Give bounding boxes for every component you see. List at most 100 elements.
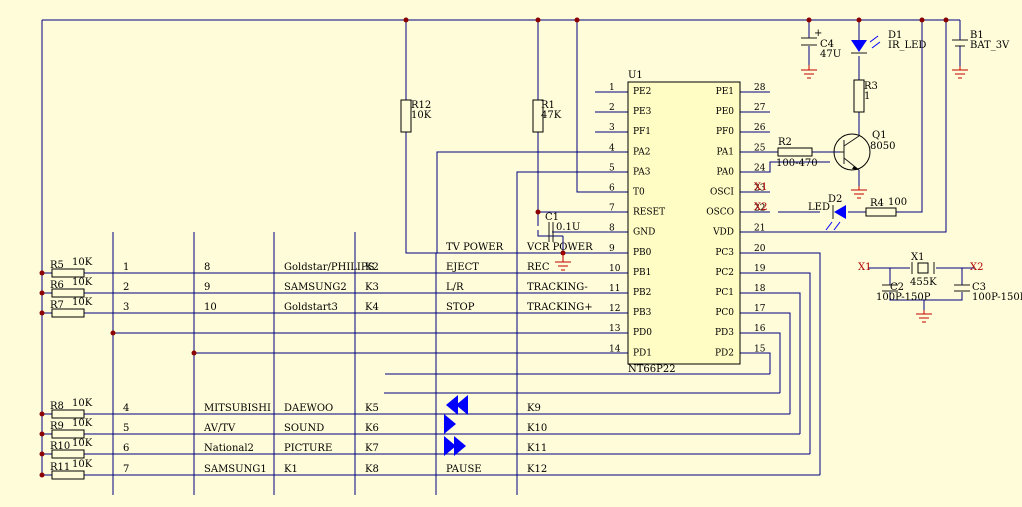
pull-resistor-ref: R11 (50, 462, 70, 473)
ic-pin-name: PA0 (717, 167, 735, 177)
pull-resistor-body (51, 308, 85, 318)
ic-pin-name: PF0 (716, 127, 734, 137)
ic-pin-number: 13 (609, 324, 621, 334)
key-matrix-cell: 10 (204, 302, 217, 313)
key-matrix-cell: SAMSUNG1 (204, 464, 267, 475)
pull-resistor-value: 10K (72, 257, 93, 268)
c2-ref: C2 (890, 282, 904, 293)
d1-ref: D1 (888, 30, 902, 41)
key-matrix-cell: 8 (204, 262, 210, 273)
crystal-x1: X1 X2 X1 455K C2 100P-150P C3 100P-150P (858, 252, 1022, 323)
key-matrix-cell: Goldstar/PHILIPS (284, 262, 375, 273)
pull-resistor-value: 10K (72, 418, 93, 429)
key-matrix-cell: K3 (365, 282, 379, 293)
key-matrix-cell: TRACKING- (527, 282, 588, 293)
pull-resistor-body (51, 449, 85, 459)
ir-led-d1: D1 IR_LED (851, 30, 926, 54)
ic-pin-name: T0 (633, 188, 645, 198)
c4-value: 47U (820, 49, 841, 60)
key-matrix-cell: K1 (284, 464, 298, 475)
c1-ref: C1 (545, 212, 559, 223)
key-matrix-cell: REC (527, 262, 550, 273)
r1-ref: R1 (541, 100, 555, 111)
wire-layer (41, 19, 975, 495)
pull-resistor-body (51, 429, 85, 439)
ic-pin-number: 8 (609, 224, 615, 234)
key-matrix-cell: K6 (365, 423, 379, 434)
resistor-r3: R3 1 (853, 79, 878, 113)
key-matrix-cell: K12 (527, 464, 547, 475)
ic-pin-number: 14 (609, 344, 621, 354)
key-matrix-cell: K10 (527, 423, 547, 434)
key-matrix-cell: DAEWOO (284, 403, 333, 414)
b1-ref: B1 (970, 30, 984, 41)
ic-pin-number: 15 (754, 344, 766, 354)
ic-pin-name: PB3 (633, 308, 652, 318)
key-matrix-cell: K4 (365, 302, 379, 313)
ic-pin-name: PB1 (633, 268, 651, 278)
key-matrix-cell: PICTURE (284, 443, 332, 454)
ic-pin-number: 10 (609, 264, 621, 274)
ic-pin-name: PB2 (633, 288, 651, 298)
pull-resistor-value: 10K (72, 277, 93, 288)
key-matrix-cell: EJECT (446, 262, 479, 273)
vcr-power-label: VCR POWER (526, 242, 593, 253)
ic-pin-number: 17 (754, 304, 766, 314)
pull-resistor-body (51, 288, 85, 298)
ic-pin-number: 25 (754, 143, 766, 153)
c1-value: 0.1U (556, 222, 580, 233)
pull-resistor-value: 10K (72, 459, 93, 470)
key-matrix-cell: K8 (365, 464, 379, 475)
ic-pin-number: 19 (754, 264, 766, 274)
pull-resistor-body (51, 470, 85, 480)
r2-value: 100-470 (776, 158, 818, 169)
ic-pin-name: PE2 (633, 87, 651, 97)
ground-symbol-c1 (555, 252, 571, 271)
ic-pin-number: 23 (754, 184, 766, 194)
x1-ref: X1 (911, 252, 924, 263)
key-matrix-cell: K2 (365, 262, 379, 273)
key-matrix-cell: PAUSE (446, 464, 482, 475)
key-matrix-cell: MITSUBISHI (204, 403, 271, 414)
ic-pin-name: OSCO (706, 208, 734, 218)
battery-b1: B1 BAT_3V (952, 30, 1010, 79)
r1-value: 47K (541, 110, 562, 121)
ic-pin-name: VDD (712, 228, 734, 238)
ic-pin-number: 11 (609, 284, 620, 294)
c3-value: 100P-150P (972, 292, 1022, 303)
pull-resistor-ref: R9 (50, 421, 64, 432)
key-matrix-cell: K11 (527, 443, 547, 454)
r4-value: 100 (888, 197, 907, 208)
key-matrix-cell: 7 (123, 464, 129, 475)
ic-pin-name: PC3 (715, 248, 734, 258)
key-matrix-cell: K7 (365, 443, 379, 454)
resistor-r2: R2 100-470 (776, 137, 818, 169)
ic-pin-number: 5 (609, 163, 615, 173)
key-matrix-cell: 6 (123, 443, 129, 454)
pull-resistor-ref: R5 (50, 260, 64, 271)
r4-ref: R4 (870, 198, 884, 209)
ic-pin-number: 12 (609, 304, 620, 314)
ic-pin-number: 1 (609, 83, 615, 93)
r12-value: 10K (411, 110, 432, 121)
ic-pin-name: PC0 (715, 308, 734, 318)
fast-forward-icon (444, 436, 466, 456)
key-matrix-cell: 9 (204, 282, 210, 293)
pull-resistor-value: 10K (72, 398, 93, 409)
ic-pin-number: 27 (754, 103, 766, 113)
ic-pin-number: 20 (754, 244, 766, 254)
ic-pin-name: PD3 (715, 328, 734, 338)
r3-value: 1 (864, 91, 870, 102)
b1-value: BAT_3V (970, 40, 1010, 51)
key-matrix-cell: TRACKING+ (527, 302, 593, 313)
pull-resistor-value: 10K (72, 438, 93, 449)
pull-resistor-ref: R10 (50, 441, 70, 452)
key-matrix-cell: 5 (123, 423, 129, 434)
x1-value: 455K (910, 277, 937, 288)
ic-pin-name: PC1 (715, 288, 734, 298)
ic-pin-name: OSCI (710, 188, 734, 198)
capacitor-c1: C1 0.1U (545, 212, 580, 242)
